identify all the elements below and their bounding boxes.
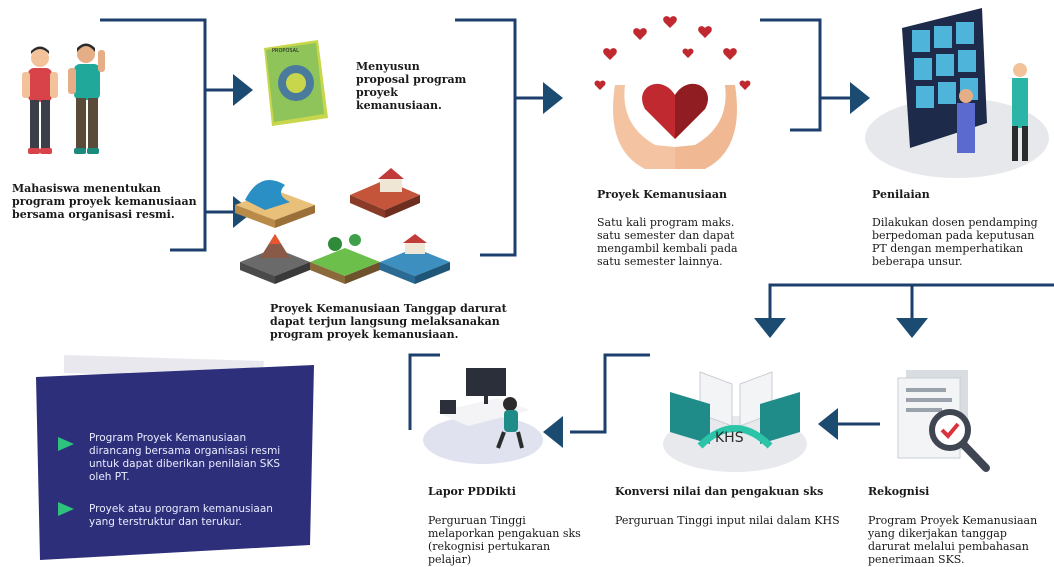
students-illustration [22, 43, 105, 154]
step-mahasiswa-text: Mahasiswa menentukan program proyek kema… [12, 182, 197, 221]
step-konversi-title: Konversi nilai dan pengakuan sks [615, 485, 824, 498]
recognition-document-illustration [897, 370, 990, 472]
arrow-right-3 [543, 82, 563, 114]
note-item-2: Proyek atau program kemanusiaan yang ter… [89, 503, 273, 528]
arrow-down-1 [754, 318, 786, 338]
disaster-scenes-illustration [235, 168, 450, 284]
khs-conversion-illustration: KHS [663, 371, 807, 472]
step-lapor-title: Lapor PDDikti [428, 485, 516, 498]
bullet-icon-2 [58, 502, 74, 516]
step-lapor-desc: Perguruan Tinggi melaporkan pengakuan sk… [428, 514, 581, 566]
step-rekognisi-title: Rekognisi [868, 485, 930, 498]
khs-label: KHS [715, 430, 744, 446]
arrow-left-1 [818, 408, 838, 440]
step-proyek-title: Proyek Kemanusiaan [597, 188, 727, 201]
hands-heart-illustration [594, 16, 751, 169]
step-tanggap-darurat-text: Proyek Kemanusiaan Tanggap darurat dapat… [270, 302, 507, 341]
assessment-board-illustration [865, 8, 1049, 178]
step-proposal-text: Menyusun proposal program proyek kemanus… [356, 60, 467, 112]
step-penilaian-desc: Dilakukan dosen pendamping berpedoman pa… [872, 216, 1038, 268]
proposal-doc-label: PROPOSAL [272, 48, 299, 54]
bullet-icon-1 [58, 437, 74, 451]
step-rekognisi-desc: Program Proyek Kemanusiaan yang dikerjak… [868, 514, 1038, 566]
step-penilaian-title: Penilaian [872, 188, 930, 201]
arrow-down-2 [896, 318, 928, 338]
note-card-background [36, 355, 314, 560]
step-proyek-desc: Satu kali program maks. satu semester da… [597, 216, 738, 268]
arrow-right-1 [233, 74, 253, 106]
note-card: Program Proyek Kemanusiaan dirancang ber… [34, 355, 314, 560]
note-item-1: Program Proyek Kemanusiaan dirancang ber… [89, 432, 281, 483]
arrow-left-2 [543, 416, 563, 448]
step-konversi-desc: Perguruan Tinggi input nilai dalam KHS [615, 514, 840, 527]
arrow-right-4 [850, 82, 870, 114]
pddikti-desk-illustration [423, 368, 543, 464]
proposal-document-illustration: PROPOSAL [264, 40, 328, 126]
